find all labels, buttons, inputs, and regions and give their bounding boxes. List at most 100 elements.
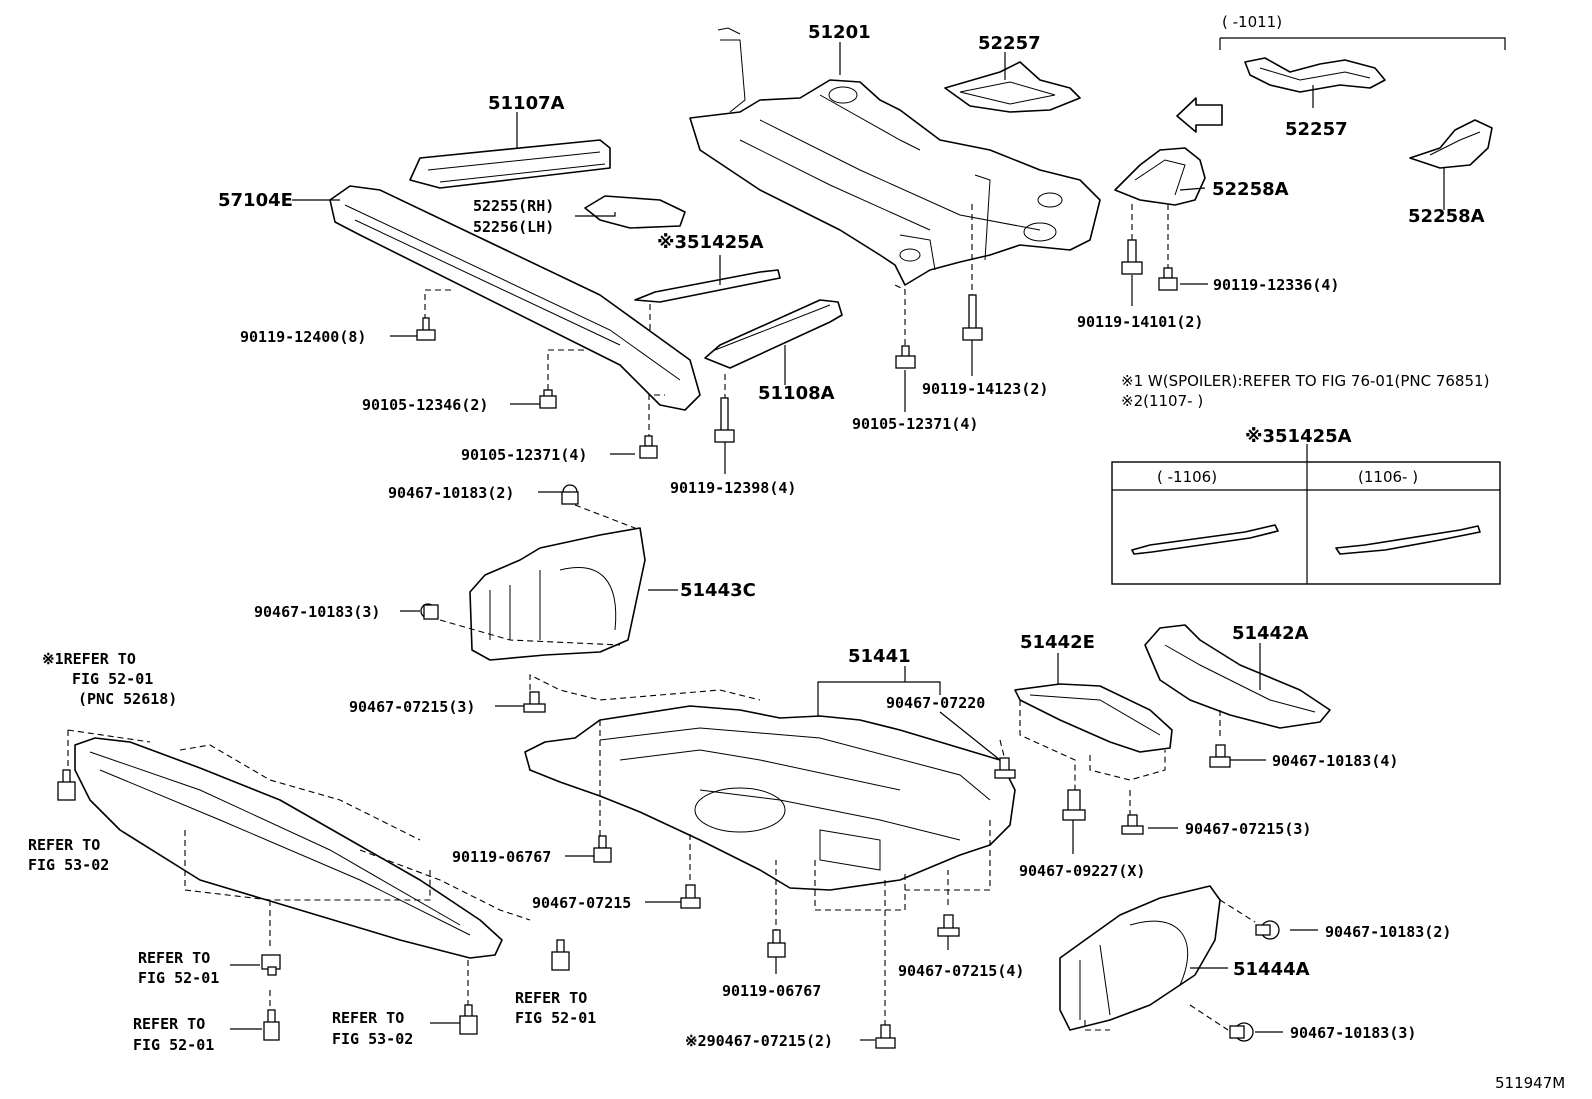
label-ref-52-01-f1: REFER TO	[133, 1015, 205, 1033]
label-90467-10183-4: 90467-10183(4)	[1272, 752, 1398, 770]
label-51442a: 51442A	[1232, 623, 1309, 644]
label-90467-10183-2a: 90467-10183(2)	[388, 484, 514, 502]
cover-51442a	[1144, 624, 1331, 729]
label-52258a-left: 52258A	[1212, 179, 1289, 200]
clip-front-52-01-a	[261, 954, 281, 976]
labels: 51201 52257 ( -1011) 52257 51107A 57104E…	[28, 13, 1565, 1092]
fasteners	[57, 239, 1280, 1049]
label-ref-52-01-a: ※1REFER TO	[42, 650, 136, 668]
label-90467-10183-2b: 90467-10183(2)	[1325, 923, 1451, 941]
table-title: ※351425A	[1245, 426, 1352, 447]
bracket-52258a-left	[1114, 147, 1206, 206]
bar-51425a	[634, 269, 781, 303]
cover-51442e	[1014, 683, 1173, 753]
bolt-90105-12371-left	[639, 435, 658, 459]
brace-52257-center	[944, 61, 1081, 113]
bolt-front-52-01-c	[551, 939, 570, 971]
label-90467-07215: 90467-07215	[532, 894, 631, 912]
member-51107a	[409, 139, 611, 189]
diagram-id: 511947M	[1495, 1074, 1565, 1092]
clip-90467-10183-a	[561, 484, 579, 505]
clip-90467-07215-a	[523, 691, 546, 713]
label-51425a-ref: ※351425A	[657, 232, 764, 253]
label-90119-06767-a: 90119-06767	[452, 848, 551, 866]
bolt-90119-12398	[714, 397, 735, 443]
label-ref-53-02-a1: REFER TO	[28, 836, 100, 854]
label-51108a: 51108A	[758, 383, 835, 404]
clip-90467-07215-e	[875, 1024, 896, 1049]
label-90105-12371-right: 90105-12371(4)	[852, 415, 978, 433]
brace-52257-right	[1219, 37, 1506, 93]
label-52257-center: 52257	[978, 33, 1041, 54]
clip-90467-10183-b	[420, 603, 439, 620]
label-51441: 51441	[848, 646, 911, 667]
bolt-90119-14101	[1121, 239, 1143, 275]
assembly-lines	[67, 200, 1256, 1031]
cover-51443c	[469, 527, 646, 661]
variant-table	[1111, 444, 1501, 585]
label-51107a: 51107A	[488, 93, 565, 114]
label-90119-14101: 90119-14101(2)	[1077, 313, 1203, 331]
table-col-1: ( -1106)	[1157, 468, 1217, 486]
label-90119-14123: 90119-14123(2)	[922, 380, 1048, 398]
note-2: ※2(1107- )	[1121, 392, 1203, 410]
bolt-90105-12346	[539, 389, 557, 409]
clip-90467-07220	[994, 757, 1016, 779]
bolt-front-53-02	[459, 1004, 478, 1035]
label-90119-06767-b: 90119-06767	[722, 982, 821, 1000]
label-51201: 51201	[808, 22, 871, 43]
clip-90467-10183-c	[1209, 744, 1231, 768]
bolt-90119-12336	[1158, 267, 1178, 291]
label-51444a: 51444A	[1233, 959, 1310, 980]
label-90467-07215-4: 90467-07215(4)	[898, 962, 1024, 980]
bolt-front-52-01-b	[263, 1009, 280, 1041]
undercover-51441	[524, 705, 1016, 891]
label-90467-07215-2: ※290467-07215(2)	[685, 1032, 833, 1050]
label-ref-53-02-b2: FIG 53-02	[332, 1030, 413, 1048]
bolt-90105-12371-right	[895, 345, 916, 369]
label-52256: 52256(LH)	[473, 218, 554, 236]
table-col-2: (1106- )	[1358, 468, 1418, 486]
plate-52255-52256	[584, 195, 686, 229]
label-ref-52-01-e2: FIG 52-01	[515, 1009, 596, 1027]
direction-arrow	[1176, 97, 1223, 133]
clip-90467-07215-b	[1121, 814, 1144, 835]
label-52258a-right: 52258A	[1408, 206, 1485, 227]
bracket-52258a-right	[1409, 119, 1493, 169]
label-90467-10183-3a: 90467-10183(3)	[254, 603, 380, 621]
label-ref-52-01-d1: REFER TO	[138, 949, 210, 967]
bolt-90119-12400	[416, 317, 436, 341]
label-90119-12400: 90119-12400(8)	[240, 328, 366, 346]
label-52255: 52255(RH)	[473, 197, 554, 215]
label-51443c: 51443C	[680, 580, 756, 601]
label-ref-52-01-e1: REFER TO	[515, 989, 587, 1007]
clip-90467-07215-d	[937, 914, 960, 937]
label-ref-52-01-b: FIG 52-01	[72, 670, 153, 688]
label-90105-12346: 90105-12346(2)	[362, 396, 488, 414]
label-51442e: 51442E	[1020, 632, 1095, 653]
label-90105-12371-left: 90105-12371(4)	[461, 446, 587, 464]
label-90467-07220: 90467-07220	[886, 694, 985, 712]
label-ref-52-01-c: (PNC 52618)	[78, 690, 177, 708]
bolt-front-left	[57, 769, 76, 801]
label-ref-52-01-d2: FIG 52-01	[138, 969, 219, 987]
label-90467-10183-3b: 90467-10183(3)	[1290, 1024, 1416, 1042]
member-51108a	[704, 299, 843, 369]
clip-90467-10183-d	[1255, 920, 1280, 940]
clip-90467-09227	[1062, 789, 1086, 821]
label-90467-09227: 90467-09227(X)	[1019, 862, 1145, 880]
bolt-90119-06767-b	[767, 929, 786, 958]
cover-51444a	[1059, 885, 1221, 1031]
label-ref-53-02-b1: REFER TO	[332, 1009, 404, 1027]
label-ref-53-02-a2: FIG 53-02	[28, 856, 109, 874]
front-spoiler	[74, 737, 503, 959]
label-52257-right: 52257	[1285, 119, 1348, 140]
label-90467-07215-3b: 90467-07215(3)	[1185, 820, 1311, 838]
bolt-90119-06767-a	[593, 835, 612, 863]
label-range-1011: ( -1011)	[1222, 13, 1282, 31]
note-1: ※1 W(SPOILER):REFER TO FIG 76-01(PNC 768…	[1121, 372, 1489, 390]
bolt-90119-14123	[962, 294, 983, 341]
label-90119-12336: 90119-12336(4)	[1213, 276, 1339, 294]
label-ref-52-01-f2: FIG 52-01	[133, 1036, 214, 1054]
